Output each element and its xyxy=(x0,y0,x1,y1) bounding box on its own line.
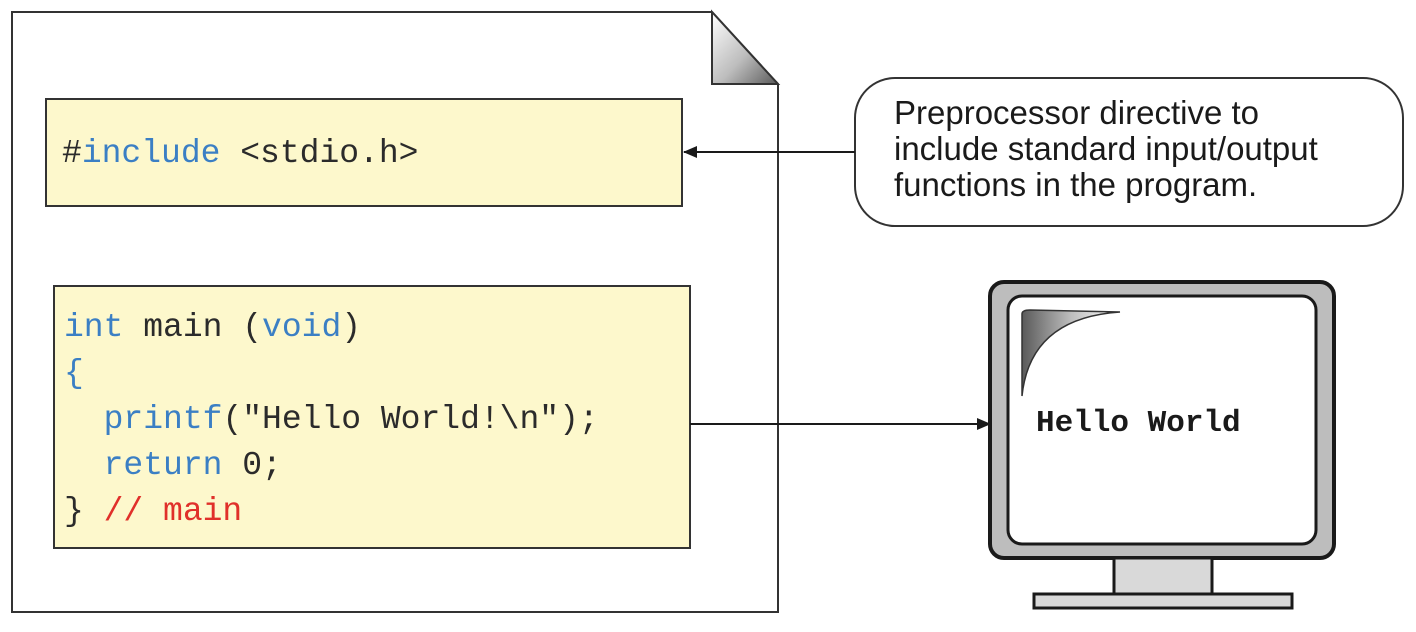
callout-line-3: functions in the program. xyxy=(894,166,1257,203)
main-signature: main ( xyxy=(123,309,262,346)
code-line-4: return 0; xyxy=(64,447,282,484)
int-keyword: int xyxy=(64,309,123,346)
main-comment: // main xyxy=(104,493,243,530)
include-code-box xyxy=(45,98,683,207)
stdio-header: <stdio.h> xyxy=(220,135,418,172)
return-keyword: return xyxy=(104,447,223,484)
callout-line-2: include standard input/output xyxy=(894,130,1318,167)
monitor-neck xyxy=(1112,556,1214,596)
monitor-screen xyxy=(1006,294,1318,546)
include-keyword: include xyxy=(82,135,221,172)
void-keyword: void xyxy=(262,309,341,346)
callout-line-1: Preprocessor directive to xyxy=(894,94,1259,131)
indent-3 xyxy=(64,401,104,438)
close-brace: } xyxy=(64,493,104,530)
code-line-5: } // main xyxy=(64,493,242,530)
close-paren: ) xyxy=(341,309,361,346)
screen-glare xyxy=(1021,309,1121,397)
open-brace: { xyxy=(64,355,84,392)
screen-output-text: Hello World xyxy=(1036,406,1241,441)
include-directive-line: #include <stdio.h> xyxy=(62,135,418,172)
code-line-1: int main (void) xyxy=(64,309,361,346)
monitor-base xyxy=(1032,592,1294,610)
main-function-code-box xyxy=(53,285,691,549)
page-fold-corner xyxy=(711,9,781,85)
code-line-2: { xyxy=(64,355,84,392)
return-value: 0; xyxy=(222,447,281,484)
indent-4 xyxy=(64,447,104,484)
hash-symbol: # xyxy=(62,135,82,172)
code-line-3: printf("Hello World!\n"); xyxy=(64,401,599,438)
printf-arguments: ("Hello World!\n"); xyxy=(222,401,598,438)
monitor: Hello World xyxy=(988,280,1336,610)
printf-function: printf xyxy=(104,401,223,438)
